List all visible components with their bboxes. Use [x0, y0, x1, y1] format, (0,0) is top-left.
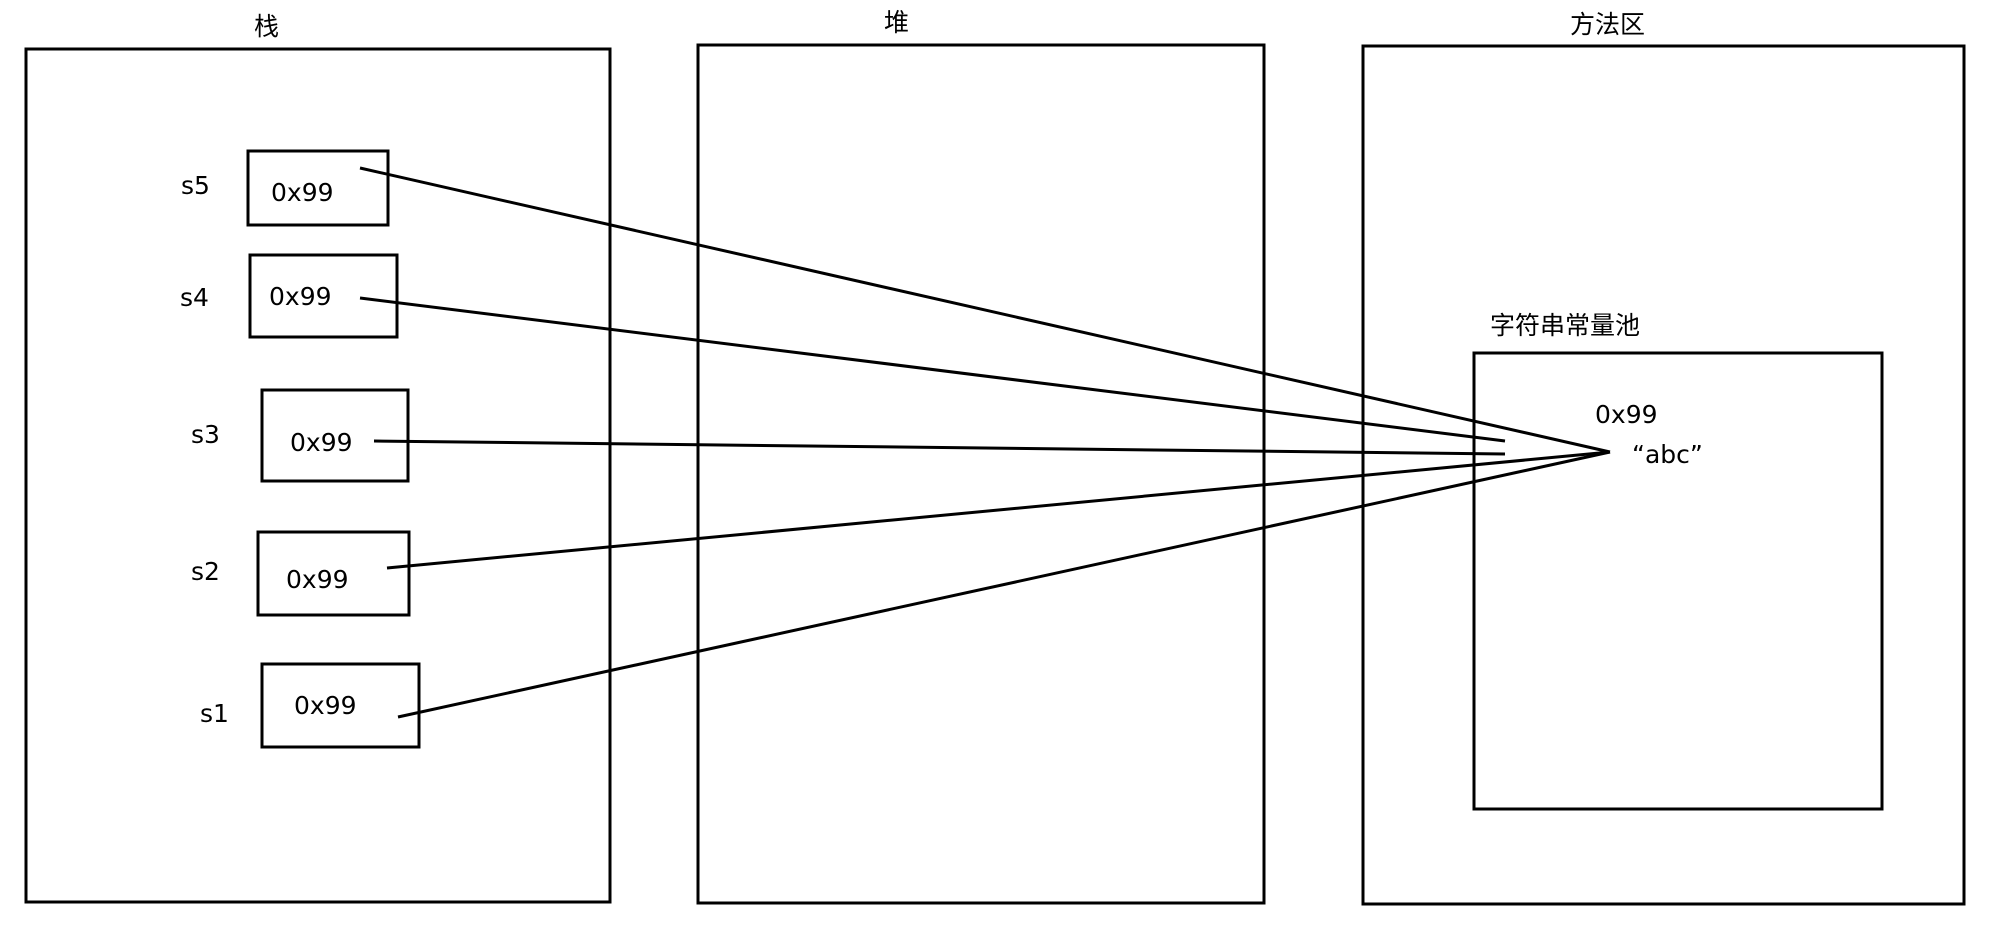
heap-title: 堆 [884, 8, 909, 37]
reference-cell [246, 149, 390, 227]
reference-cell [260, 388, 410, 483]
pointer-s4 [359, 296, 1506, 443]
stack-title: 栈 [254, 12, 279, 41]
variable-label: s2 [191, 557, 220, 586]
pointer-s2 [386, 450, 1611, 570]
reference-cell [256, 530, 411, 617]
reference-value: 0x99 [271, 178, 334, 207]
heap-box [696, 43, 1266, 905]
variable-s2: s2 0x99 [191, 530, 411, 617]
variable-s1: s1 0x99 [200, 662, 421, 749]
method-area-box [1361, 44, 1966, 906]
stack-box [24, 47, 612, 904]
pointer-s1 [397, 450, 1611, 719]
stack-region: 栈 [24, 12, 612, 904]
heap-region: 堆 [696, 8, 1266, 905]
reference-value: 0x99 [294, 691, 357, 720]
string-pool-box [1472, 351, 1884, 811]
pointer-s3 [373, 439, 1506, 456]
string-pool-title: 字符串常量池 [1490, 311, 1640, 340]
variable-s4: s4 0x99 [180, 253, 399, 339]
variable-label: s1 [200, 699, 229, 728]
variable-label: s5 [181, 171, 210, 200]
string-pool: 字符串常量池 0x99 “abc” [1472, 311, 1884, 811]
reference-arrows [359, 166, 1611, 719]
pointer-s5 [359, 166, 1611, 454]
string-pool-value: “abc” [1632, 440, 1703, 469]
reference-value: 0x99 [269, 282, 332, 311]
variable-s5: s5 0x99 [181, 149, 390, 227]
variable-label: s3 [191, 420, 220, 449]
string-pool-address: 0x99 [1595, 400, 1658, 429]
reference-cell [260, 662, 421, 749]
reference-value: 0x99 [290, 428, 353, 457]
method-area-title: 方法区 [1570, 10, 1645, 39]
reference-cell [248, 253, 399, 339]
reference-value: 0x99 [286, 565, 349, 594]
variable-label: s4 [180, 283, 209, 312]
variable-s3: s3 0x99 [191, 388, 410, 483]
